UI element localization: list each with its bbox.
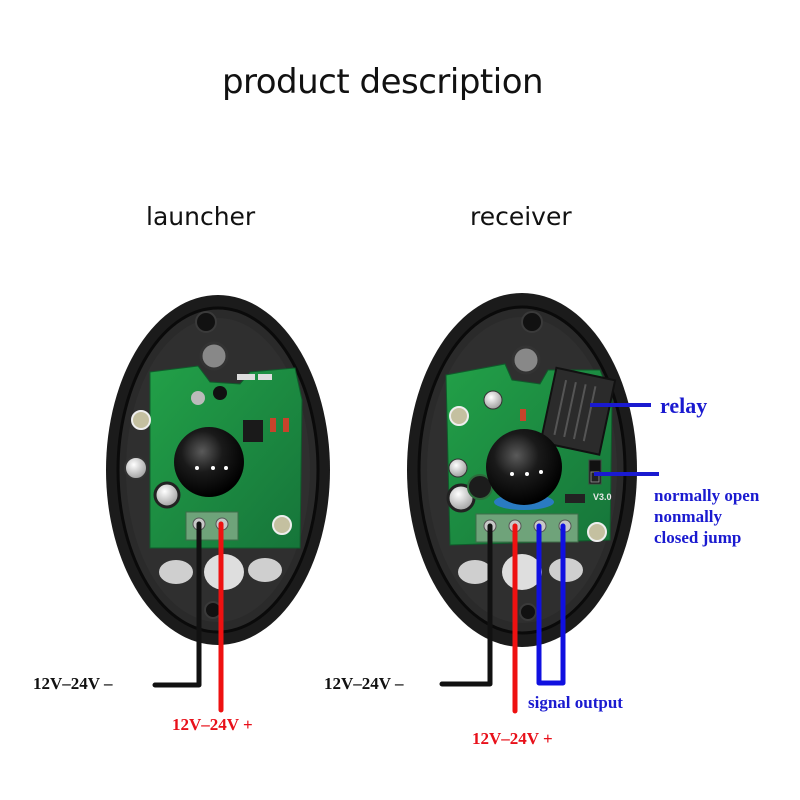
launcher-device	[106, 295, 330, 645]
receiver-capacitor	[483, 390, 503, 410]
receiver-lens-highlight	[525, 472, 529, 476]
receiver-positive-label: 12V–24V +	[472, 729, 553, 748]
receiver-ir-lens	[486, 429, 562, 505]
launcher-positive-label: 12V–24V +	[172, 715, 253, 734]
launcher-negative-label: 12V–24V –	[33, 674, 113, 693]
launcher-top-mount-hole	[195, 311, 217, 333]
launcher-pcb-screw	[272, 515, 292, 535]
launcher-top-screw	[199, 341, 229, 371]
launcher-bottom-hole	[159, 560, 193, 584]
receiver-bottom-hole	[502, 554, 542, 590]
launcher-ir-lens	[174, 427, 244, 497]
receiver-top-mount-hole	[521, 311, 543, 333]
receiver-pcb-screw	[449, 406, 469, 426]
launcher-bottom-hole	[248, 558, 282, 582]
receiver-smd-red	[520, 409, 526, 421]
receiver-capacitor	[448, 458, 468, 478]
receiver-bottom-mount-hole	[519, 603, 537, 621]
receiver-heading: receiver	[470, 202, 572, 231]
launcher-capacitor-large	[124, 456, 148, 480]
launcher-heading: launcher	[146, 202, 256, 231]
jumper-label-line: nonmally	[654, 507, 723, 526]
launcher-diode	[283, 418, 289, 432]
launcher-chip	[243, 420, 263, 442]
relay-label: relay	[660, 393, 708, 418]
receiver-device: V3.0	[407, 293, 637, 647]
receiver-top-screw	[511, 345, 541, 375]
board-version-text: V3.0	[593, 492, 612, 502]
signal-output-label: signal output	[528, 693, 623, 712]
launcher-bottom-hole	[204, 554, 244, 590]
receiver-lens-highlight	[539, 470, 543, 474]
jumper-label: normally open nonmally closed jump	[654, 485, 759, 548]
jumper-label-line: normally open	[654, 486, 760, 505]
launcher-lens-highlight	[195, 466, 199, 470]
page-title: product description	[221, 62, 544, 102]
launcher-resistor	[237, 374, 255, 380]
launcher-pcb-screw	[131, 410, 151, 430]
receiver-bottom-hole	[549, 558, 583, 582]
launcher-diode	[270, 418, 276, 432]
relay-component	[539, 366, 617, 456]
receiver-lens-highlight	[510, 472, 514, 476]
jumper-label-line: closed jump	[654, 528, 742, 547]
launcher-capacitor	[191, 391, 205, 405]
receiver-negative-label: 12V–24V –	[324, 674, 404, 693]
launcher-negative-wire	[152, 521, 202, 688]
launcher-lens-highlight	[211, 466, 215, 470]
receiver-negative-wire	[439, 523, 493, 687]
launcher-lens-highlight	[224, 466, 228, 470]
receiver-smd-diode	[565, 494, 585, 503]
receiver-pcb-screw	[587, 522, 607, 542]
launcher-transistor	[213, 386, 227, 400]
launcher-resistor	[258, 374, 272, 380]
launcher-capacitor-large	[153, 481, 181, 509]
receiver-bottom-hole	[458, 560, 492, 584]
receiver-signal-wire	[536, 523, 566, 686]
